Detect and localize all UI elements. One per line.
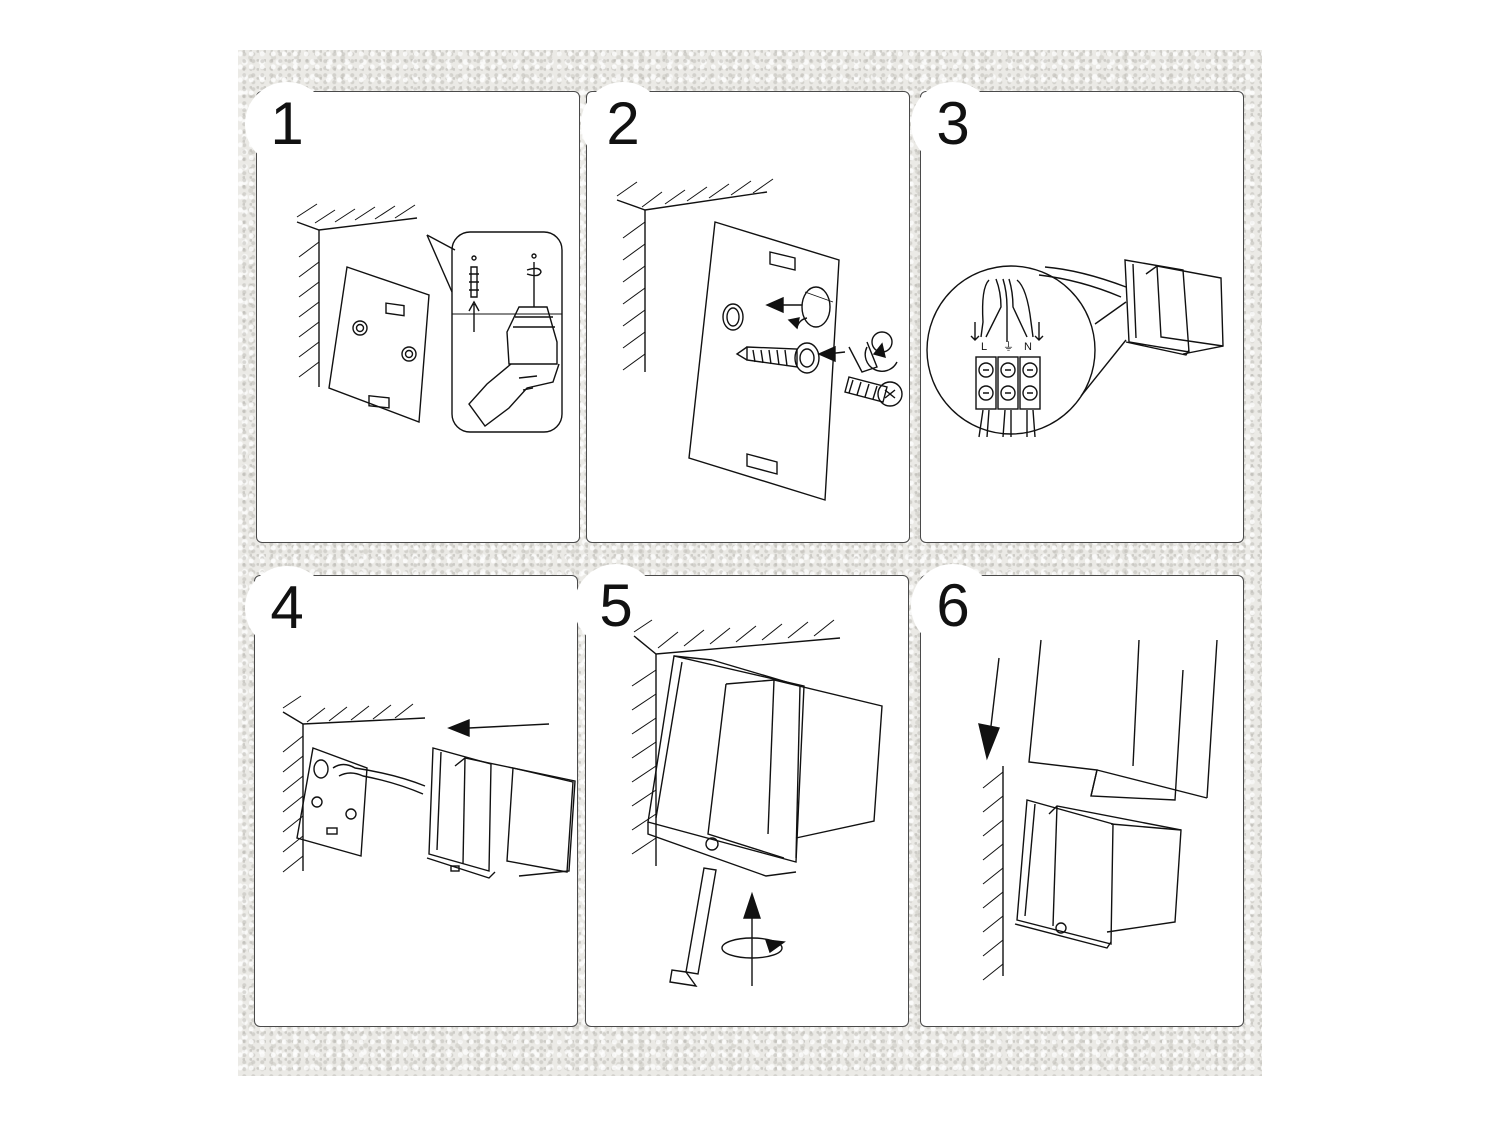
step-2-illustration [616, 178, 903, 501]
step-3-illustration: L ⏚ N [926, 259, 1224, 438]
step-5-number: 5 [599, 572, 633, 639]
step-2-number: 2 [606, 90, 640, 157]
step-1-number: 1 [270, 90, 304, 157]
terminal-label-live: L [981, 341, 987, 353]
step-6-panel: 6 [911, 564, 1244, 1027]
step-6-number: 6 [936, 572, 970, 639]
step-4-illustration [282, 695, 576, 879]
step-4-panel: 4 [245, 566, 578, 1027]
instruction-board: 1 [238, 50, 1262, 1076]
terminal-label-neutral: N [1024, 341, 1032, 353]
step-2-panel: 2 [581, 82, 910, 543]
step-1-illustration [296, 203, 563, 433]
step-5-illustration [631, 619, 883, 987]
step-5-panel: 5 [574, 564, 909, 1027]
step-4-number: 4 [270, 574, 304, 641]
step-6-illustration [978, 639, 1218, 981]
terminal-label-ground: ⏚ [1003, 340, 1014, 353]
step-3-panel: 3 [911, 82, 1244, 543]
step-3-number: 3 [936, 90, 970, 157]
step-1-panel: 1 [245, 82, 580, 543]
